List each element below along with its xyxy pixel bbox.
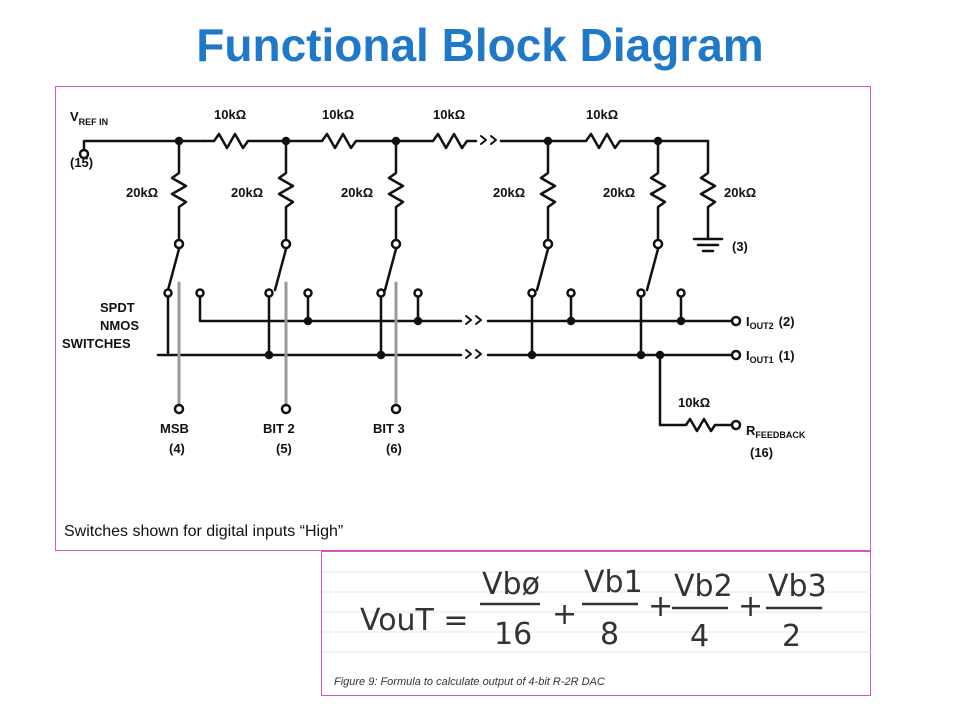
formula-lhs: VouT = (360, 603, 469, 638)
iout2-terminal (730, 315, 742, 327)
iout1-label: IOUT1(1) (746, 348, 795, 365)
break-mark-top (480, 135, 497, 145)
circuit-labels: VREF IN (15) 10kΩ 10kΩ 10kΩ 10kΩ 20kΩ 20… (62, 107, 806, 540)
switch-label-line1: SPDT (100, 300, 135, 315)
shunt-resistor-2 (277, 139, 295, 250)
rfeedback-pin: (16) (750, 445, 773, 460)
break-mark-iout2 (465, 315, 482, 325)
iout2-bus (198, 295, 734, 323)
rfeedback-terminal (730, 419, 742, 431)
term-4-denominator: 2 (782, 619, 801, 654)
plus-2: + (648, 589, 673, 624)
bit-3-pin: (6) (386, 441, 402, 456)
figure-caption: Figure 9: Formula to calculate output of… (334, 676, 605, 688)
term-4-numerator: Vb3 (768, 569, 827, 604)
shunt-resistor-5-value: 20kΩ (603, 185, 635, 200)
series-resistor-1 (202, 132, 288, 150)
formula-frame: VouT = Vbø 16 + Vb1 8 + Vb2 4 + Vb3 2 Fi… (321, 551, 872, 696)
bit-terminals (173, 403, 402, 415)
rfeedback-label: RFEEDBACK (746, 423, 806, 440)
handwritten-formula: VouT = Vbø 16 + Vb1 8 + Vb2 4 + Vb3 2 Fi… (322, 565, 872, 688)
term-2-denominator: 8 (600, 617, 619, 652)
switch-blade-4 (535, 247, 550, 292)
switch-blade-2 (273, 247, 288, 292)
term-2-numerator: Vb1 (584, 565, 643, 600)
bit-2-name: BIT 2 (263, 421, 295, 436)
r2r-dac-circuit (78, 132, 742, 433)
break-mark-iout1 (465, 349, 482, 359)
term-3-numerator: Vb2 (674, 569, 733, 604)
notebook-lines (322, 571, 872, 653)
bit-2-pin: (5) (276, 441, 292, 456)
circuit-diagram-frame: VREF IN (15) 10kΩ 10kΩ 10kΩ 10kΩ 20kΩ 20… (55, 86, 871, 551)
rfeedback-resistor-value: 10kΩ (678, 395, 710, 410)
term-3-denominator: 4 (690, 619, 709, 654)
bit-msb-pin: (4) (169, 441, 185, 456)
shunt-resistor-1-value: 20kΩ (126, 185, 158, 200)
vref-pin: (15) (70, 155, 93, 170)
switch-blade-1 (166, 247, 181, 292)
series-resistor-1-value: 10kΩ (214, 107, 246, 122)
shunt-resistor-2-value: 20kΩ (231, 185, 263, 200)
switch-blade-3 (383, 247, 398, 292)
switch-label-line3: SWITCHES (62, 336, 131, 351)
shunt-resistor-4-value: 20kΩ (493, 185, 525, 200)
plus-3: + (738, 589, 763, 624)
plus-1: + (552, 597, 577, 632)
terminating-resistor-value: 20kΩ (724, 185, 756, 200)
series-resistor-3 (394, 132, 478, 150)
vref-label: VREF IN (70, 109, 108, 127)
series-resistor-4-value: 10kΩ (586, 107, 618, 122)
series-resistor-2-value: 10kΩ (322, 107, 354, 122)
iout2-label: IOUT2(2) (746, 314, 795, 331)
series-resistor-2 (284, 132, 398, 150)
term-1-denominator: 16 (494, 617, 532, 652)
series-resistor-4 (546, 132, 710, 150)
terminating-resistor (699, 139, 717, 241)
switch-note: Switches shown for digital inputs “High” (64, 523, 343, 540)
series-resistor-3-value: 10kΩ (433, 107, 465, 122)
ground-symbol (692, 237, 724, 253)
feedback-resistor (658, 353, 734, 433)
bit-msb-name: MSB (160, 421, 189, 436)
shunt-resistor-1 (170, 139, 188, 250)
switch-contacts (163, 288, 686, 298)
switch-label-line2: NMOS (100, 318, 139, 333)
control-lines (177, 281, 398, 407)
term-1-numerator: Vbø (482, 567, 540, 602)
page-title: Functional Block Diagram (196, 19, 764, 71)
ground-pin: (3) (732, 239, 748, 254)
shunt-resistor-3-value: 20kΩ (341, 185, 373, 200)
shunt-resistor-4 (539, 139, 557, 250)
switch-blade-5 (645, 247, 660, 292)
bit-3-name: BIT 3 (373, 421, 405, 436)
iout1-terminal (730, 349, 742, 361)
